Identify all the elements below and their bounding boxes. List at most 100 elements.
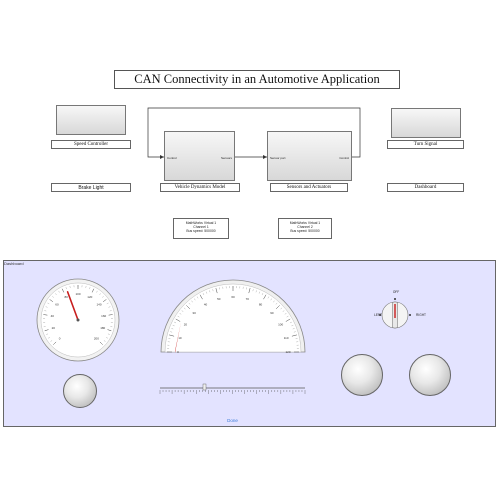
small-gauge-minor-tick	[101, 343, 103, 345]
small-gauge-minor-tick	[104, 299, 107, 301]
left-control-knob[interactable]	[341, 354, 383, 396]
note-line: Bus speed: 500000	[290, 229, 320, 233]
switch-off-label: OFF	[392, 290, 400, 294]
speedometer-minor-tick	[284, 313, 287, 315]
switch-left-label: LEFT	[374, 313, 382, 317]
small-gauge-tick-label: 20	[52, 326, 56, 330]
small-gauge-minor-tick	[103, 340, 106, 342]
speedometer-minor-tick	[172, 325, 175, 327]
speedometer-minor-tick	[188, 302, 191, 305]
speedometer-minor-tick	[175, 318, 178, 321]
speed-controller-label: Speed Controller	[51, 140, 131, 149]
speedometer-minor-tick	[278, 305, 280, 307]
small-gauge-minor-tick	[58, 290, 60, 293]
small-gauge-tick-label: 0	[59, 336, 61, 340]
note-line: Bus speed: 500000	[186, 229, 216, 233]
speedometer-minor-tick	[286, 315, 289, 318]
dashboard-panel-title: Dashboard	[4, 261, 24, 266]
turn-signal-block[interactable]	[391, 108, 461, 138]
speedometer-minor-tick	[177, 315, 180, 318]
right-control-knob[interactable]	[409, 354, 451, 396]
vehicle-dynamics-label: Vehicle Dynamics Model	[160, 183, 240, 192]
switch-right-label: RIGHT	[416, 313, 426, 317]
small-gauge-minor-tick	[106, 337, 108, 339]
small-gauge-minor-tick	[44, 330, 47, 331]
speedometer-minor-tick	[199, 294, 202, 297]
sa-output-port: Control	[339, 156, 349, 160]
speedometer-minor-tick	[293, 331, 296, 333]
speedometer-tick-label: 90	[270, 311, 274, 315]
speedometer-minor-tick	[209, 290, 211, 293]
can-config-note-1[interactable]: MathWorks Virtual 1 Channel 1 Bus speed:…	[173, 218, 229, 239]
model-title: CAN Connectivity in an Automotive Applic…	[114, 70, 400, 89]
small-gauge-minor-tick	[89, 287, 91, 290]
turn-signal-label: Turn Signal	[387, 140, 464, 149]
switch-off-marker	[394, 298, 396, 300]
speedometer-minor-tick	[280, 307, 283, 310]
small-gauge-minor-tick	[65, 287, 67, 290]
switch-left-marker	[379, 314, 381, 316]
speedometer-minor-tick	[181, 310, 184, 312]
speedometer-minor-tick	[191, 300, 193, 303]
small-gauge-minor-tick	[53, 343, 55, 345]
small-gauge-minor-tick	[47, 302, 50, 305]
speedometer-minor-tick	[255, 290, 257, 293]
speedometer-tick-label: 60	[231, 295, 235, 299]
speedometer-minor-tick	[215, 288, 217, 291]
note-line: MathWorks Virtual 1	[185, 221, 217, 225]
sensors-actuators-block[interactable]: Sensor port Control	[267, 131, 352, 181]
can-config-note-2[interactable]: MathWorks Virtual 1 Channel 2 Bus speed:…	[278, 218, 332, 239]
speedometer-tick-label: 40	[204, 302, 208, 306]
speedometer-minor-tick	[183, 307, 186, 310]
speedometer-minor-tick	[186, 305, 188, 307]
small-gauge-minor-tick	[49, 299, 52, 301]
speedometer-tick-label: 70	[246, 297, 250, 301]
speedometer-minor-tick	[282, 310, 285, 312]
speedometer-minor-tick	[291, 325, 294, 327]
speedometer-minor-tick	[179, 313, 182, 315]
small-gauge-minor-tick	[46, 333, 49, 335]
speedometer-tick-label: 100	[278, 323, 283, 327]
small-gauge-tick-label: 40	[51, 314, 55, 318]
speedometer-tick-label: 10	[178, 336, 182, 340]
small-gauge-tick-label: 160	[101, 314, 106, 318]
speed-controller-block[interactable]	[56, 105, 126, 135]
speedometer-minor-tick	[212, 289, 214, 292]
speedometer-minor-tick	[273, 300, 275, 303]
small-gauge-minor-tick	[107, 333, 110, 335]
vehicle-dynamics-block[interactable]: Control Sensors	[164, 131, 235, 181]
small-gauge-tick-label: 200	[94, 336, 99, 340]
small-gauge-tick-label: 120	[87, 295, 92, 299]
speedometer-tick-label: 30	[192, 311, 196, 315]
small-gauge-minor-tick	[92, 288, 95, 291]
sa-input-port: Sensor port	[270, 156, 286, 160]
small-gauge-minor-tick	[106, 302, 109, 305]
speedometer-minor-tick	[202, 293, 205, 296]
speedometer-tick-label: 120	[285, 350, 290, 354]
speedometer-minor-tick	[174, 321, 177, 324]
brake-light-label[interactable]: Brake Light	[51, 183, 131, 192]
speedometer-minor-tick	[196, 296, 199, 299]
small-gauge-minor-tick	[55, 293, 57, 296]
speedometer-minor-tick	[170, 331, 173, 333]
small-gauge-needle	[66, 291, 79, 321]
small-gauge-hub	[76, 318, 80, 322]
speedometer-minor-tick	[264, 294, 267, 297]
small-gauge-minor-tick	[50, 340, 53, 342]
vd-output-port: Sensors	[220, 156, 232, 160]
speedometer-minor-tick	[294, 334, 297, 336]
small-gauge-tick-label: 100	[75, 292, 80, 296]
speedometer-tick-label: 110	[284, 336, 289, 340]
dashboard-label[interactable]: Dashboard	[387, 183, 464, 192]
brake-knob[interactable]	[63, 374, 97, 408]
speedometer-face	[164, 283, 302, 353]
note-line: Channel 2	[297, 225, 313, 229]
small-gauge-tick-label: 140	[97, 303, 102, 307]
speedometer-tick-label: 80	[259, 302, 263, 306]
speedometer-minor-tick	[206, 291, 208, 294]
small-gauge-tick-label: 60	[55, 303, 59, 307]
speedometer-needle	[175, 322, 182, 353]
small-gauge-minor-tick	[99, 293, 101, 296]
small-gauge-minor-tick	[96, 290, 98, 293]
speedometer-minor-tick	[169, 334, 172, 336]
